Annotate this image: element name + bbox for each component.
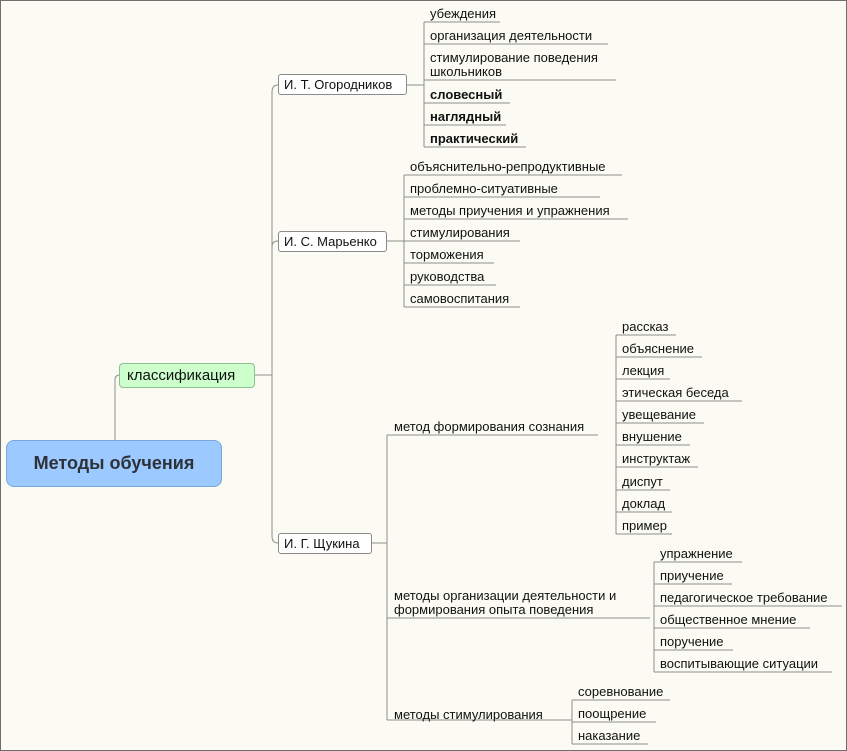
shchukina-group-label-line2: формирования опыта поведения xyxy=(394,602,594,617)
group1-item[interactable]: объяснение xyxy=(622,341,694,356)
group1-item[interactable]: увещевание xyxy=(622,407,696,422)
shchukina-group-label[interactable]: методы стимулирования xyxy=(394,707,543,722)
connector-author-3 xyxy=(271,535,279,544)
group3-item[interactable]: поощрение xyxy=(578,706,647,721)
shchukina-group-label[interactable]: методы организации деятельности и xyxy=(394,588,617,603)
ogorodnikov-item-line2: школьников xyxy=(430,64,502,79)
marienko-item[interactable]: торможения xyxy=(410,247,484,262)
author-node-marienko[interactable]: И. С. Марьенко xyxy=(278,231,387,252)
group3-item[interactable]: наказание xyxy=(578,728,641,743)
ogorodnikov-item[interactable]: наглядный xyxy=(430,109,502,124)
ogorodnikov-item[interactable]: организация деятельности xyxy=(430,28,593,43)
author-node-ogorodnikov[interactable]: И. Т. Огородников xyxy=(278,74,407,95)
marienko-item[interactable]: проблемно-ситуативные xyxy=(410,181,558,196)
ogorodnikov-item[interactable]: словесный xyxy=(430,87,503,102)
marienko-item[interactable]: руководства xyxy=(410,269,485,284)
ogorodnikov-item[interactable]: практический xyxy=(430,131,519,146)
group1-item[interactable]: рассказ xyxy=(622,319,669,334)
group2-item[interactable]: упражнение xyxy=(660,546,733,561)
connector-author-2 xyxy=(271,240,279,248)
group1-item[interactable]: инструктаж xyxy=(622,451,691,466)
group2-item[interactable]: педагогическое требование xyxy=(660,590,828,605)
group2-item[interactable]: приучение xyxy=(660,568,724,583)
group1-item[interactable]: внушение xyxy=(622,429,682,444)
connector-author-1 xyxy=(271,84,279,93)
root-node[interactable]: Методы обучения xyxy=(6,440,222,487)
shchukina-group-label[interactable]: метод формирования сознания xyxy=(394,419,585,434)
group1-item[interactable]: доклад xyxy=(622,496,666,511)
ogorodnikov-item[interactable]: стимулирование поведения xyxy=(430,50,598,65)
ogorodnikov-item[interactable]: убеждения xyxy=(430,6,497,21)
author-node-shchukina[interactable]: И. Г. Щукина xyxy=(278,533,372,554)
marienko-item[interactable]: методы приучения и упражнения xyxy=(410,203,610,218)
group2-item[interactable]: воспитывающие ситуации xyxy=(660,656,819,671)
marienko-item[interactable]: объяснительно-репродуктивные xyxy=(410,159,606,174)
marienko-item[interactable]: самовоспитания xyxy=(410,291,510,306)
group3-item[interactable]: соревнование xyxy=(578,684,664,699)
group2-item[interactable]: общественное мнение xyxy=(660,612,797,627)
group1-item[interactable]: пример xyxy=(622,518,667,533)
group1-item[interactable]: диспут xyxy=(622,474,663,489)
classification-node[interactable]: классификация xyxy=(119,363,255,388)
group1-item[interactable]: этическая беседа xyxy=(622,385,729,400)
group2-item[interactable]: поручение xyxy=(660,634,724,649)
marienko-item[interactable]: стимулирования xyxy=(410,225,510,240)
group1-item[interactable]: лекция xyxy=(622,363,665,378)
